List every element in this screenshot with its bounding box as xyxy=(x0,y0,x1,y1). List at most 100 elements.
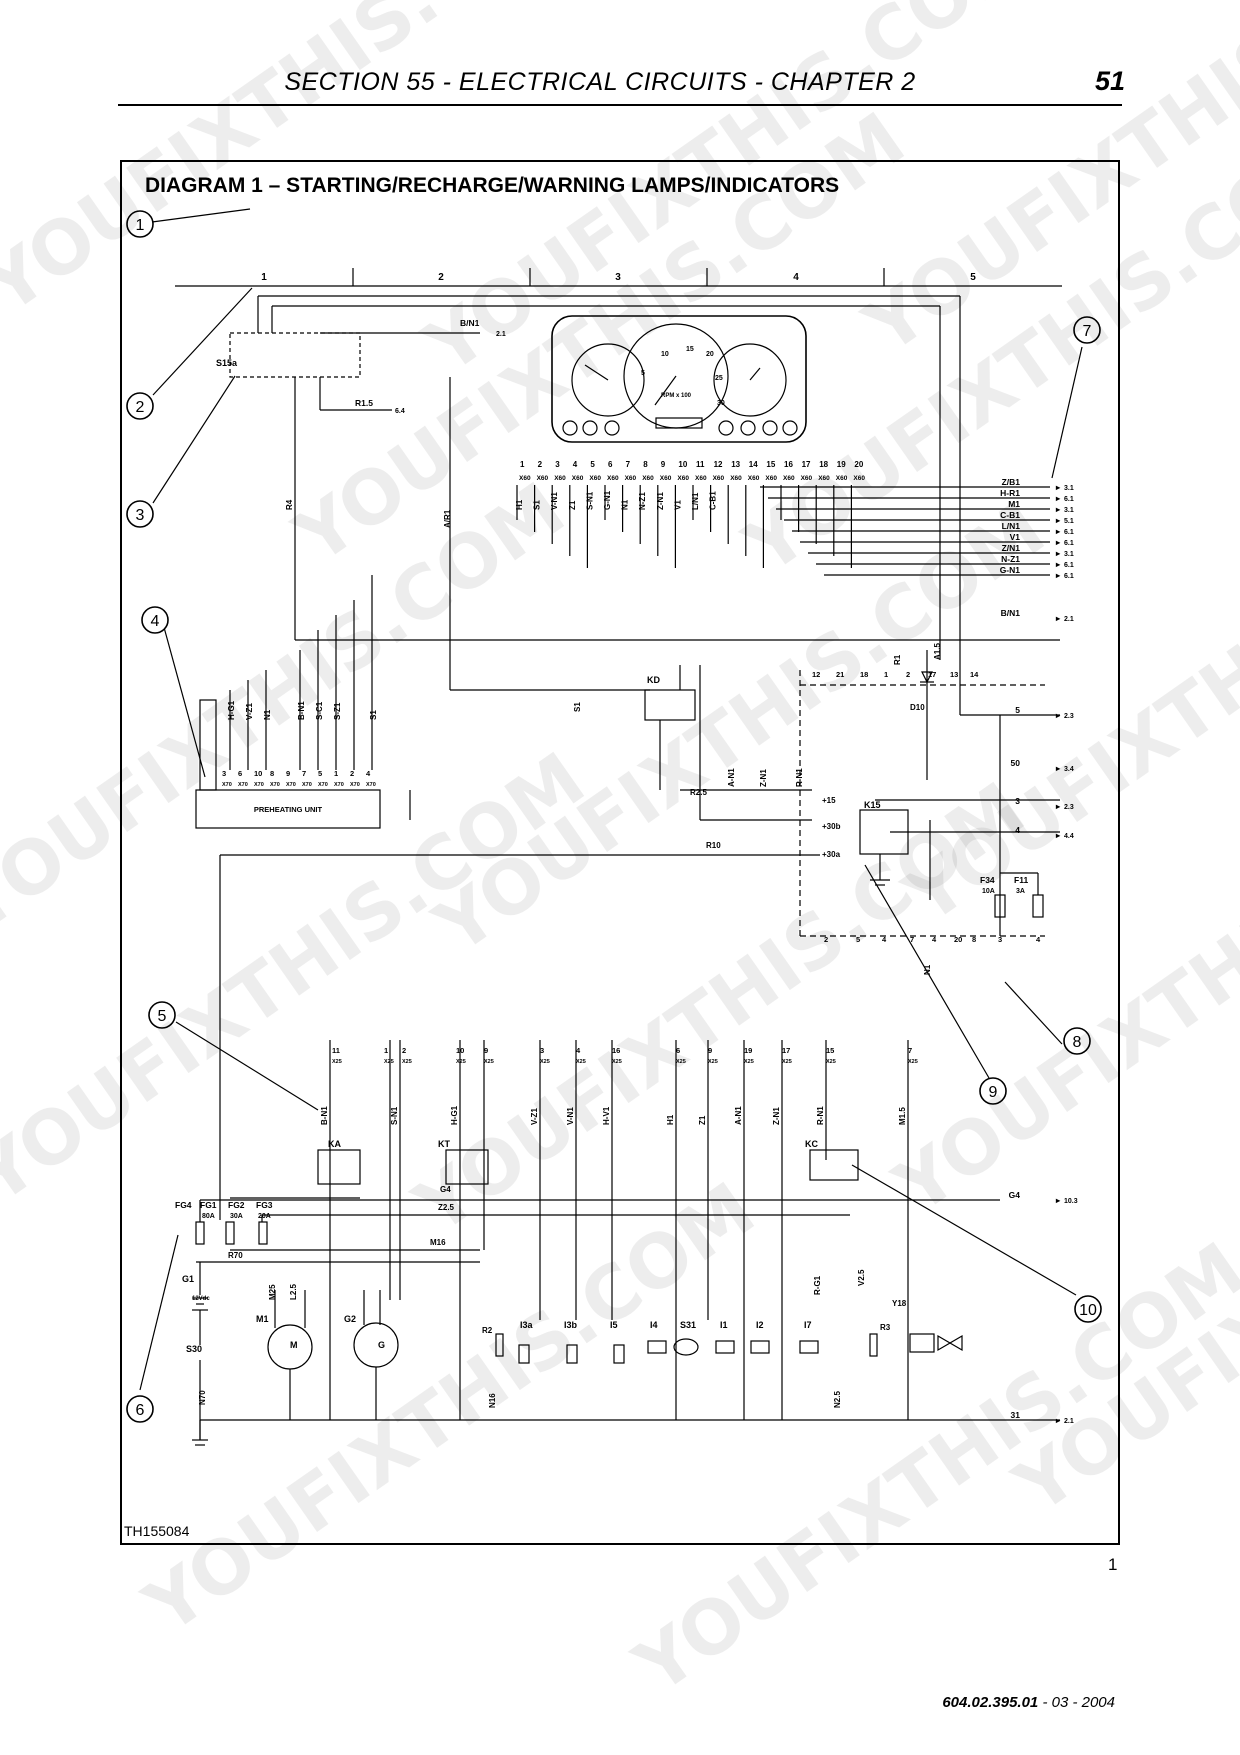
component-note: 12Vdc xyxy=(192,1296,210,1302)
x25-connector-label: X25 xyxy=(676,1059,686,1065)
callout-circle xyxy=(126,392,154,420)
callout-number: 10 xyxy=(1079,1302,1097,1319)
x25-connector-label: X25 xyxy=(908,1059,918,1065)
rpm-tick-label: 5 xyxy=(641,370,645,377)
fuse-label: FG3 xyxy=(256,1200,273,1210)
x60-wire-label: Z-N1 xyxy=(656,492,665,510)
preheating-connector-label: X70 xyxy=(270,782,280,788)
wire-label: B/N1 xyxy=(460,318,480,328)
wire-label: M16 xyxy=(430,1238,446,1247)
xc-pin-number: 13 xyxy=(950,670,958,679)
fuse-label: FG2 xyxy=(228,1200,245,1210)
x25-wire-label: Z-N1 xyxy=(772,1107,781,1125)
x60-connector-label: X60 xyxy=(607,475,619,482)
fuse-rating: 10A xyxy=(982,888,995,895)
x25-pin-number: 4 xyxy=(576,1046,581,1055)
component-note: G xyxy=(378,1340,385,1350)
x60-connector-label: X60 xyxy=(801,475,813,482)
preheating-pin-number: 10 xyxy=(254,769,262,778)
x25-pin-number: 17 xyxy=(782,1046,790,1055)
callout-number: 8 xyxy=(1073,1034,1082,1051)
x25-pin-number: 1 xyxy=(384,1046,388,1055)
x60-pin-number: 12 xyxy=(714,460,723,469)
xc-pin-number: 4 xyxy=(1036,935,1041,944)
arrow-icon: ▸ xyxy=(1055,549,1061,558)
x60-pin-number: 18 xyxy=(819,460,828,469)
wire-label: R10 xyxy=(706,841,721,850)
x25-pin-number: 3 xyxy=(540,1046,544,1055)
preheating-pin-number: 1 xyxy=(334,769,338,778)
wire-label: R2 xyxy=(482,1326,493,1335)
page-footer: 604.02.395.01 - 03 - 2004 xyxy=(942,1694,1115,1711)
output-ref: 2.3 xyxy=(1064,804,1074,811)
xc-pin-number: 14 xyxy=(970,670,979,679)
output-ref: 2.1 xyxy=(496,331,506,338)
grid-column-number: 1 xyxy=(261,272,267,283)
component-label: I3b xyxy=(564,1320,578,1330)
x25-pin-number: 2 xyxy=(402,1046,406,1055)
component-label: M1 xyxy=(256,1314,269,1324)
fuse-label: FG4 xyxy=(175,1200,192,1210)
preheating-pin-number: 7 xyxy=(302,769,306,778)
wire-label: N1 xyxy=(923,964,932,975)
bus-label: +15 xyxy=(822,796,836,805)
xc-pin-number: 12 xyxy=(812,670,820,679)
x60-pin-number: 1 xyxy=(520,460,525,469)
callout-number: 4 xyxy=(151,613,160,630)
wire-label: R-G1 xyxy=(813,1275,822,1295)
wire-label: A1.5 xyxy=(933,643,942,660)
section-header-title: SECTION 55 - ELECTRICAL CIRCUITS - CHAPT… xyxy=(284,68,916,96)
callout-number: 7 xyxy=(1083,323,1092,340)
x60-connector-label: X60 xyxy=(537,475,549,482)
rpm-tick-label: 30 xyxy=(717,400,725,407)
relay-label: KT xyxy=(438,1139,450,1149)
arrow-icon: ▸ xyxy=(1055,802,1061,811)
x60-pin-number: 15 xyxy=(766,460,775,469)
xc-pin-number: 20 xyxy=(954,935,962,944)
x60-pin-number: 8 xyxy=(643,460,648,469)
x60-pin-number: 20 xyxy=(854,460,863,469)
fuse-rating: 30A xyxy=(230,1213,243,1220)
callout-circle xyxy=(141,606,169,634)
xc-pin-number: 2 xyxy=(824,935,828,944)
preheating-pin-number: 4 xyxy=(366,769,371,778)
arrow-icon: ▸ xyxy=(1055,516,1061,525)
preheating-wire-label: S-Z1 xyxy=(333,702,342,720)
output-ref: 3.1 xyxy=(1064,551,1074,558)
x60-connector-label: X60 xyxy=(730,475,742,482)
output-ref: 2.1 xyxy=(1064,1418,1074,1425)
preheating-unit-label: PREHEATING UNIT xyxy=(254,805,323,814)
x25-pin-number: 6 xyxy=(676,1046,680,1055)
component-note: M xyxy=(290,1340,298,1350)
x25-connector-label: X25 xyxy=(540,1059,550,1065)
wire-label: A-N1 xyxy=(727,768,736,787)
x25-wire-label: H-G1 xyxy=(450,1105,459,1125)
output-wire-label: C-B1 xyxy=(1000,510,1020,520)
preheating-connector-label: X70 xyxy=(318,782,328,788)
wire-label: N70 xyxy=(198,1390,207,1405)
x60-wire-label: N1 xyxy=(621,499,630,510)
x25-pin-number: 16 xyxy=(612,1046,620,1055)
wire-label: N2.5 xyxy=(833,1391,842,1408)
rpm-unit-label: RPM x 100 xyxy=(661,393,692,399)
output-wire-label: G-N1 xyxy=(1000,565,1021,575)
x25-connector-label: X25 xyxy=(576,1059,586,1065)
x25-connector-label: X25 xyxy=(612,1059,622,1065)
arrow-icon: ▸ xyxy=(1055,1196,1061,1205)
preheating-wire-label: B-N1 xyxy=(297,701,306,720)
x60-pin-number: 9 xyxy=(661,460,666,469)
wire-label: A/R1 xyxy=(443,509,452,528)
x25-wire-label: M1.5 xyxy=(898,1107,907,1125)
arrow-icon: ▸ xyxy=(1055,483,1061,492)
x60-wire-label: Z1 xyxy=(568,500,577,510)
arrow-icon: ▸ xyxy=(1055,494,1061,503)
preheating-pin-number: 5 xyxy=(318,769,322,778)
rpm-tick-label: 15 xyxy=(686,346,694,353)
preheating-wire-label: V-Z1 xyxy=(245,703,254,720)
xc-pin-number: 4 xyxy=(882,935,887,944)
wire-label: V2.5 xyxy=(857,1269,866,1286)
rpm-tick-label: 25 xyxy=(715,375,723,382)
x60-pin-number: 11 xyxy=(696,460,705,469)
wire-label: R-N1 xyxy=(795,768,804,787)
grid-column-number: 5 xyxy=(970,272,976,283)
